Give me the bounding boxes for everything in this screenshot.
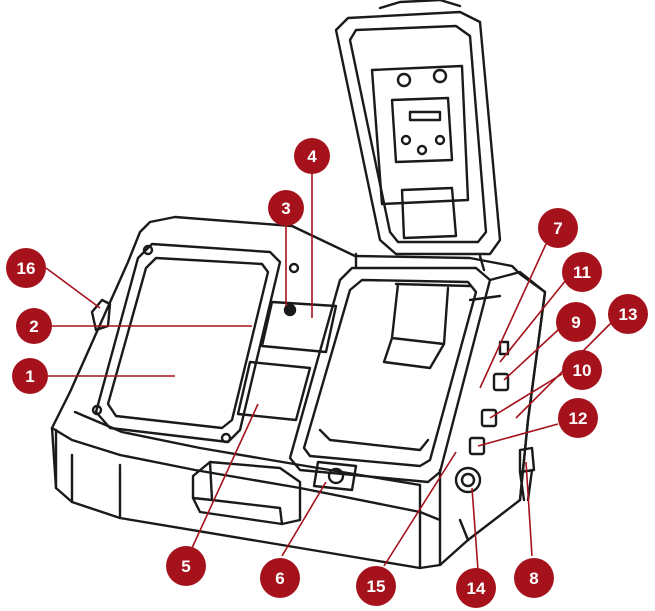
callout-2-badge xyxy=(16,308,52,344)
callout-11: 11 xyxy=(562,252,602,292)
callout-6-badge xyxy=(260,558,300,598)
leader-lines xyxy=(45,172,613,571)
callouts: 16 2 1 3 4 5 6 15 xyxy=(6,138,648,608)
callout-14-badge xyxy=(456,568,496,608)
open-lid xyxy=(334,10,502,256)
callout-9: 9 xyxy=(556,302,596,342)
callout-14-label: 14 xyxy=(467,579,486,598)
callout-2: 2 xyxy=(16,308,52,344)
callout-1-label: 1 xyxy=(25,367,34,386)
callout-7-label: 7 xyxy=(553,219,562,238)
callout-3-label: 3 xyxy=(281,199,290,218)
callout-8-label: 8 xyxy=(529,569,538,588)
indicator-led xyxy=(283,303,297,317)
callout-7-badge xyxy=(538,208,578,248)
callout-8-badge xyxy=(514,558,554,598)
callout-5: 5 xyxy=(166,546,206,586)
callout-5-badge xyxy=(166,546,206,586)
side-button xyxy=(498,340,510,356)
callout-11-badge xyxy=(562,252,602,292)
port-3 xyxy=(468,436,486,456)
carry-handle xyxy=(191,460,302,526)
callout-15-label: 15 xyxy=(367,577,386,596)
callout-12-badge xyxy=(558,398,598,438)
callout-10-badge xyxy=(562,350,602,390)
port-4 xyxy=(454,466,482,494)
callout-13: 13 xyxy=(608,294,648,334)
callout-6: 6 xyxy=(260,558,300,598)
callout-4-label: 4 xyxy=(307,147,317,166)
battery-bay-inner xyxy=(302,278,478,468)
callout-3-badge xyxy=(268,190,304,226)
left-window-glass xyxy=(106,256,270,430)
callout-2-label: 2 xyxy=(29,317,38,336)
callout-4-badge xyxy=(294,138,330,174)
case-illustration xyxy=(50,0,547,570)
callout-15: 15 xyxy=(356,566,396,606)
callout-9-badge xyxy=(556,302,596,342)
latch xyxy=(312,460,358,492)
callout-4: 4 xyxy=(294,138,330,174)
callout-1-badge xyxy=(12,358,48,394)
callout-12: 12 xyxy=(558,398,598,438)
strap-anchor xyxy=(518,446,536,474)
left-window-frame xyxy=(94,242,282,444)
callout-9-label: 9 xyxy=(571,313,580,332)
callout-11-label: 11 xyxy=(573,263,591,282)
callout-15-badge xyxy=(356,566,396,606)
battery-bay-frame xyxy=(288,266,492,484)
callout-16-badge xyxy=(6,248,46,288)
callout-16: 16 xyxy=(6,248,46,288)
label-plate-upper xyxy=(260,300,338,354)
callout-13-label: 13 xyxy=(619,305,638,324)
callout-13-badge xyxy=(608,294,648,334)
callout-10: 10 xyxy=(562,350,602,390)
callout-10-label: 10 xyxy=(573,361,592,380)
port-2 xyxy=(480,408,498,428)
callout-8: 8 xyxy=(514,558,554,598)
strap-clip xyxy=(90,298,112,332)
callout-5-label: 5 xyxy=(181,557,190,576)
label-plate-lower xyxy=(236,360,312,422)
callout-14: 14 xyxy=(456,568,496,608)
callout-7: 7 xyxy=(538,208,578,248)
callout-16-label: 16 xyxy=(17,259,36,278)
port-1 xyxy=(492,372,510,392)
callout-12-label: 12 xyxy=(569,409,588,428)
callout-3: 3 xyxy=(268,190,304,226)
callout-1: 1 xyxy=(12,358,48,394)
callout-6-label: 6 xyxy=(275,569,284,588)
